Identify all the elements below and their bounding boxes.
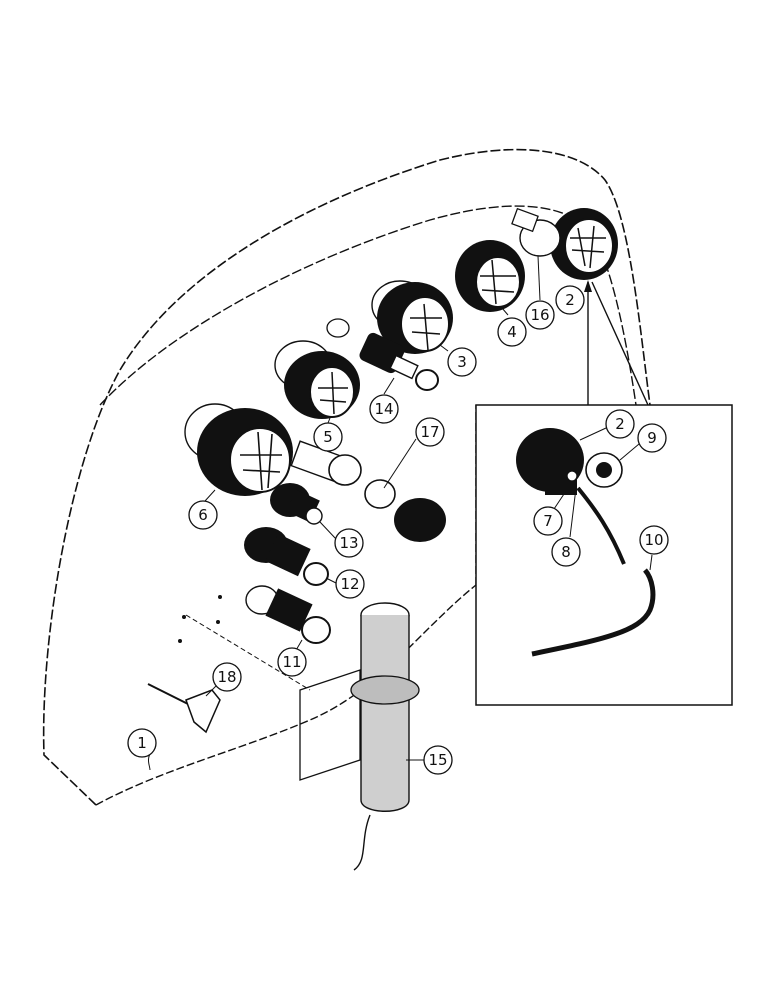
callout-4: 4 (497, 317, 527, 347)
callout-1-text: 1 (137, 734, 147, 752)
callout-2b-text: 2 (615, 415, 625, 433)
callout-6: 6 (188, 500, 218, 530)
callout-16-text: 16 (530, 306, 549, 324)
callout-10: 10 (639, 525, 669, 555)
switch-15 (299, 602, 420, 871)
switch-17 (290, 440, 446, 542)
callout-1: 1 (127, 728, 157, 758)
callout-2: 2 (555, 285, 585, 315)
panel-plug-hole (326, 318, 350, 338)
leader-dashed (185, 614, 311, 691)
detail-pointer-lines (587, 281, 649, 406)
callout-14: 14 (369, 394, 399, 424)
gauge-5 (274, 340, 360, 419)
detail-tube (576, 486, 626, 565)
callout-5: 5 (313, 422, 343, 452)
callout-11-text: 11 (282, 653, 301, 671)
callout-13: 13 (334, 528, 364, 558)
detail-fitting-9 (585, 452, 623, 488)
switch-11 (245, 585, 331, 644)
detail-gauge-2 (516, 428, 584, 495)
detail-arrow (584, 280, 592, 292)
callout-14-text: 14 (374, 400, 393, 418)
mounting-holes (178, 595, 222, 643)
callout-5-text: 5 (323, 428, 333, 446)
switch-14 (359, 332, 439, 391)
callout-13-text: 13 (339, 534, 358, 552)
callout-15-text: 15 (428, 751, 447, 769)
callout-7: 7 (533, 506, 563, 536)
callout-17-text: 17 (420, 423, 439, 441)
callout-3-text: 3 (457, 353, 467, 371)
callout-10-text: 10 (644, 531, 663, 549)
callout-3: 3 (447, 347, 477, 377)
callout-2-text: 2 (565, 291, 575, 309)
callout-15: 15 (423, 745, 453, 775)
callout-16: 16 (525, 300, 555, 330)
dashboard-panel-bottom-edge (95, 584, 477, 806)
callout-18-text: 18 (217, 668, 236, 686)
callout-9-text: 9 (647, 429, 657, 447)
callout-12: 12 (335, 569, 365, 599)
callout-17: 17 (415, 417, 445, 447)
dashboard-panel-outline (42, 148, 651, 806)
gauge-16-fitting (511, 207, 561, 257)
callout-9: 9 (637, 423, 667, 453)
switch-12 (244, 527, 329, 586)
key-18 (147, 683, 221, 734)
callout-18: 18 (212, 662, 242, 692)
callout-7-text: 7 (543, 512, 553, 530)
callout-11: 11 (277, 647, 307, 677)
callout-6-text: 6 (198, 506, 208, 524)
callout-4-text: 4 (507, 323, 517, 341)
dashboard-panel-inner-edge (99, 205, 637, 406)
callout-12-text: 12 (340, 575, 359, 593)
switch-13 (270, 483, 323, 525)
hose-10 (531, 568, 656, 657)
callout-8: 8 (551, 537, 581, 567)
gauge-2 (550, 208, 618, 280)
callout-2-detail: 2 (605, 409, 635, 439)
gauge-6 (184, 403, 293, 496)
callout-8-text: 8 (561, 543, 571, 561)
detail-inset-box (475, 404, 733, 706)
gauge-3 (371, 280, 453, 354)
gauge-4 (455, 240, 525, 312)
